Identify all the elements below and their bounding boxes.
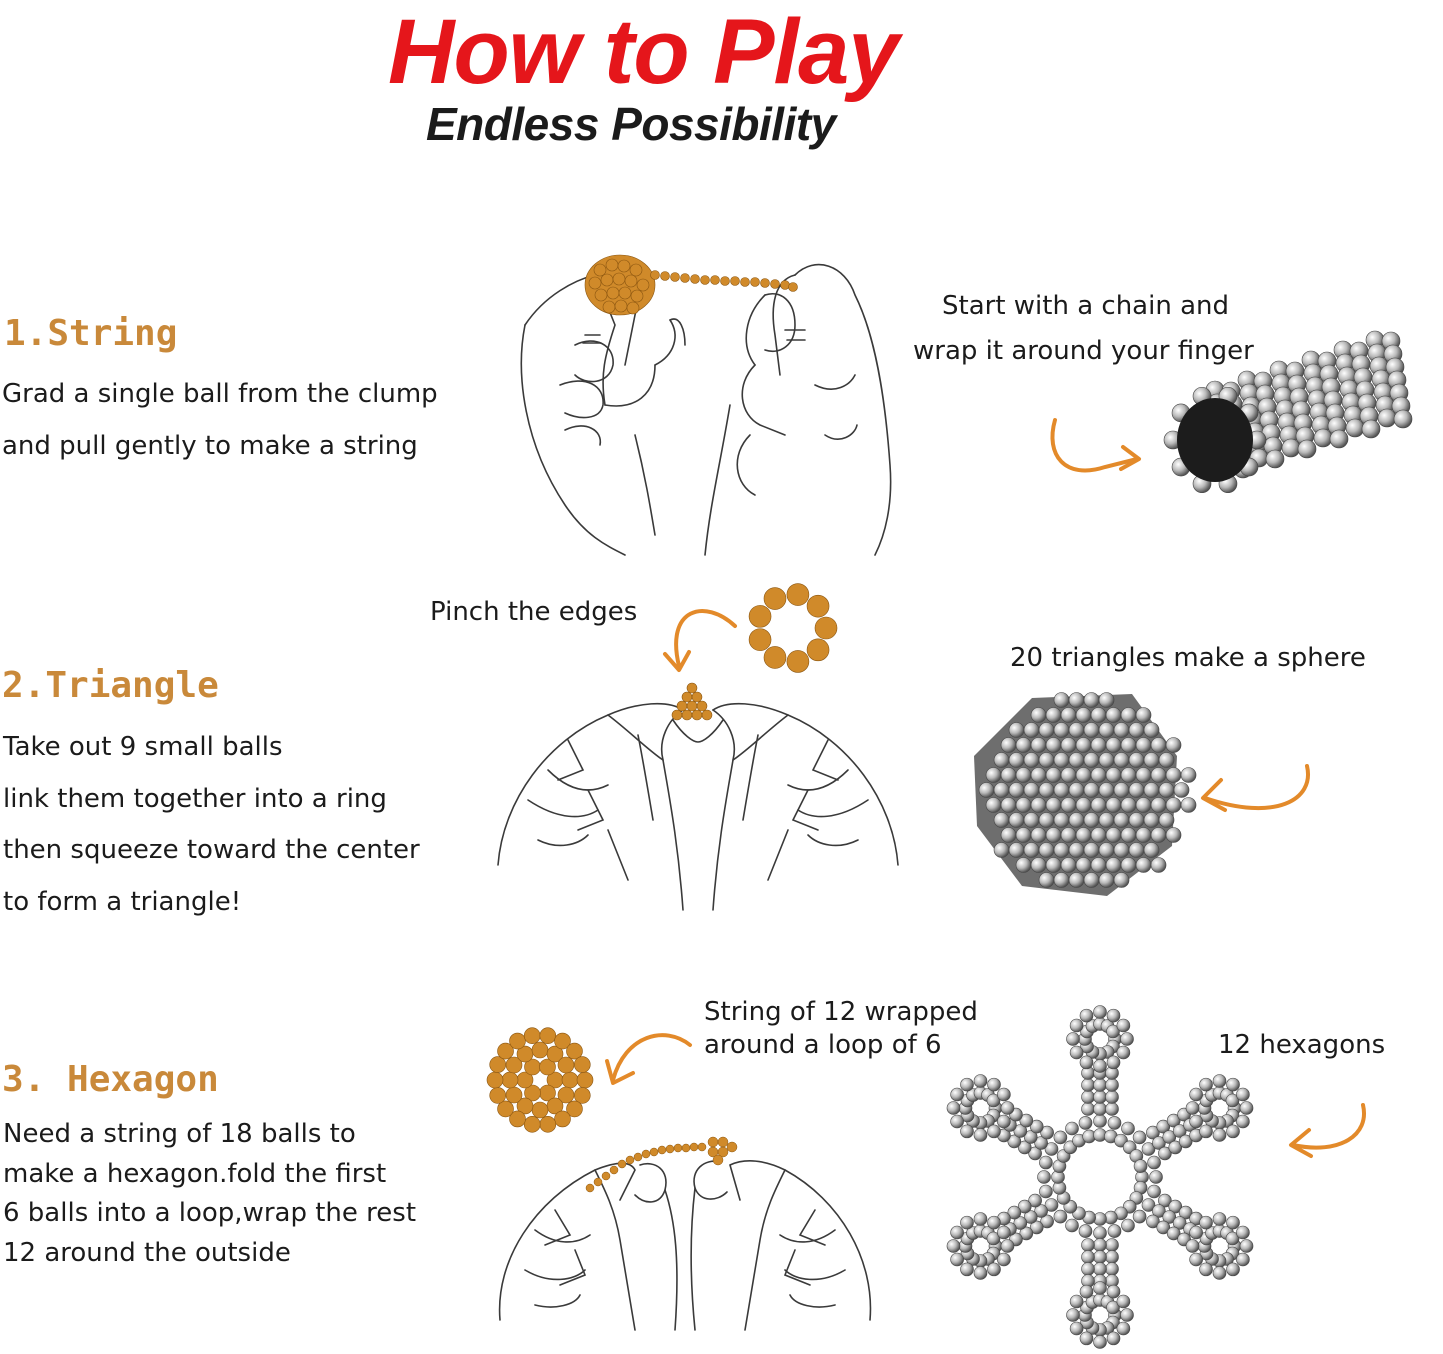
step-3-line-4: 12 around the outside — [3, 1237, 291, 1268]
step-3-title: 3. Hexagon — [2, 1059, 219, 1100]
step-1-line-1: Grad a single ball from the clump — [2, 379, 438, 409]
pinch-arrow-icon — [663, 609, 737, 672]
page-subtitle: Endless Possibility — [426, 98, 836, 150]
step-2-title: 2.Triangle — [2, 665, 219, 706]
hex-arrow-icon — [605, 1033, 692, 1085]
step-1-line-2: and pull gently to make a string — [2, 431, 418, 461]
step-3-line-3: 6 balls into a loop,wrap the rest — [3, 1198, 417, 1228]
step-3-note-1: String of 12 wrapped — [704, 997, 978, 1027]
hexagon-star-icon — [946, 1005, 1254, 1349]
magnet-ball-sphere-icon — [974, 692, 1197, 896]
step-1-body: Grad a single ball from the clump and pu… — [2, 368, 438, 472]
step-3-body: Need a string of 18 balls to make a hexa… — [3, 1115, 416, 1273]
sphere-arrow-icon — [1201, 764, 1310, 812]
step-2-line-3: then squeeze toward the center — [3, 835, 420, 865]
hands-pinching-triangle-icon — [497, 682, 899, 911]
hexagon-cluster-icon — [486, 1027, 594, 1133]
step-2-line-1: Take out 9 small balls — [3, 732, 283, 762]
step-1-title: 1.String — [4, 313, 178, 354]
nine-ball-ring-icon — [748, 583, 838, 673]
step-2-note-2: 20 triangles make a sphere — [1010, 643, 1366, 673]
step-2-body: Take out 9 small balls link them togethe… — [3, 722, 420, 928]
step-3-note-3: 12 hexagons — [1218, 1030, 1386, 1060]
step-2-line-2: link them together into a ring — [3, 783, 387, 814]
hands-pulling-string-icon — [520, 254, 892, 556]
step-3-note-2: around a loop of 6 — [704, 1030, 942, 1060]
hands-holding-string-icon — [498, 1136, 872, 1331]
step-1-note-1: Start with a chain and — [942, 291, 1229, 321]
step-3-line-1: Need a string of 18 balls to — [3, 1119, 356, 1149]
step-3-line-2: make a hexagon.fold the first — [3, 1158, 387, 1189]
step-2-line-4: to form a triangle! — [3, 886, 242, 917]
magnet-ball-tube-icon — [1163, 330, 1413, 494]
curved-arrow-icon — [1050, 418, 1141, 473]
page-title: How to Play — [388, 1, 899, 103]
star-arrow-icon — [1289, 1103, 1366, 1158]
step-2-note-1: Pinch the edges — [430, 597, 638, 627]
step-1-note-2: wrap it around your finger — [913, 336, 1254, 366]
